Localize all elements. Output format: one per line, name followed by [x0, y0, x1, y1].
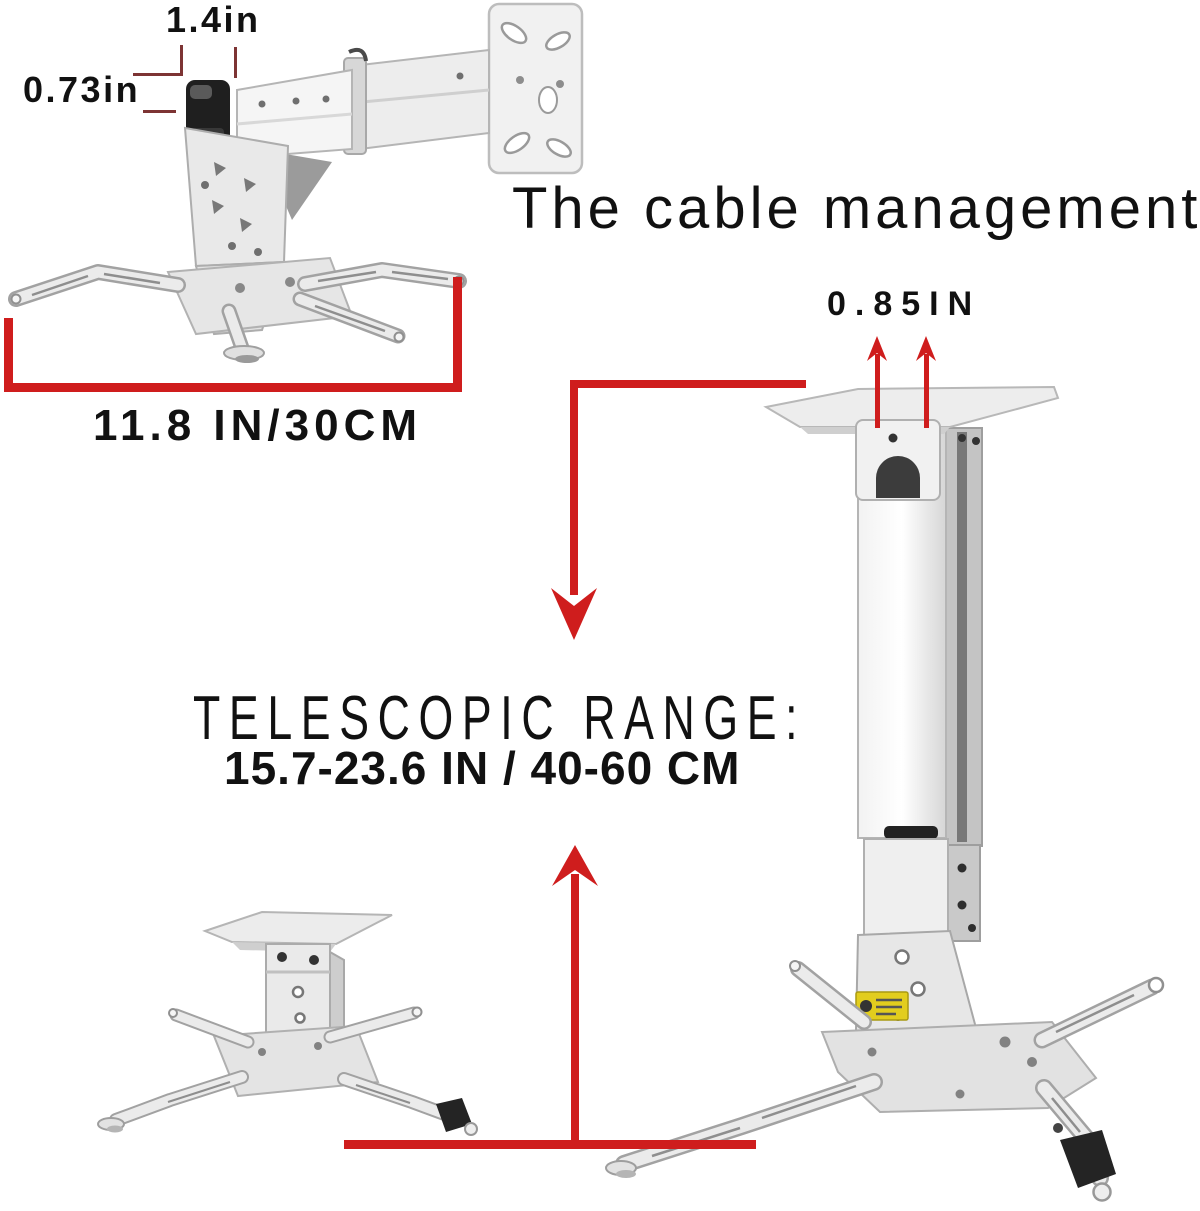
telescopic-range-up-arrow	[344, 845, 756, 1149]
spider-base	[605, 960, 1165, 1202]
wall-mount-figure	[8, 2, 584, 363]
column	[265, 943, 345, 1046]
telescopic-arm	[236, 47, 490, 160]
base-width-bracket	[4, 277, 462, 392]
hanger-bracket	[855, 419, 941, 501]
spider-base	[97, 1006, 478, 1136]
spider-base	[8, 256, 467, 363]
arm-width-label: 1.4in	[166, 0, 261, 40]
arrow-up-icon	[916, 336, 936, 361]
clamp-height-label: 0.73in	[23, 69, 141, 110]
pole-width-label: 0.85IN	[827, 285, 982, 323]
rubber-pad	[1060, 1130, 1116, 1188]
cable-management-title: The cable management	[512, 176, 1200, 241]
arrow-up-icon	[867, 336, 887, 361]
ceiling-mount-tall-figure	[605, 385, 1165, 1202]
telescopic-range-down-arrow	[551, 380, 806, 640]
dimension-leader-lines	[133, 45, 237, 113]
arrow-up-icon	[552, 845, 598, 886]
arrow-down-icon	[551, 588, 597, 640]
telescopic-range-value: 15.7-23.6 IN / 40-60 CM	[224, 742, 741, 794]
ceiling-mount-compact-figure	[97, 910, 478, 1136]
rubber-pad	[436, 1098, 472, 1132]
pole-width-arrows	[867, 336, 936, 428]
base-width-label: 11.8 IN/30CM	[93, 401, 423, 450]
telescopic-range-label: TELESCOPIC RANGE:	[193, 684, 807, 753]
wall-plate	[487, 2, 584, 175]
ceiling-plate	[202, 910, 393, 952]
